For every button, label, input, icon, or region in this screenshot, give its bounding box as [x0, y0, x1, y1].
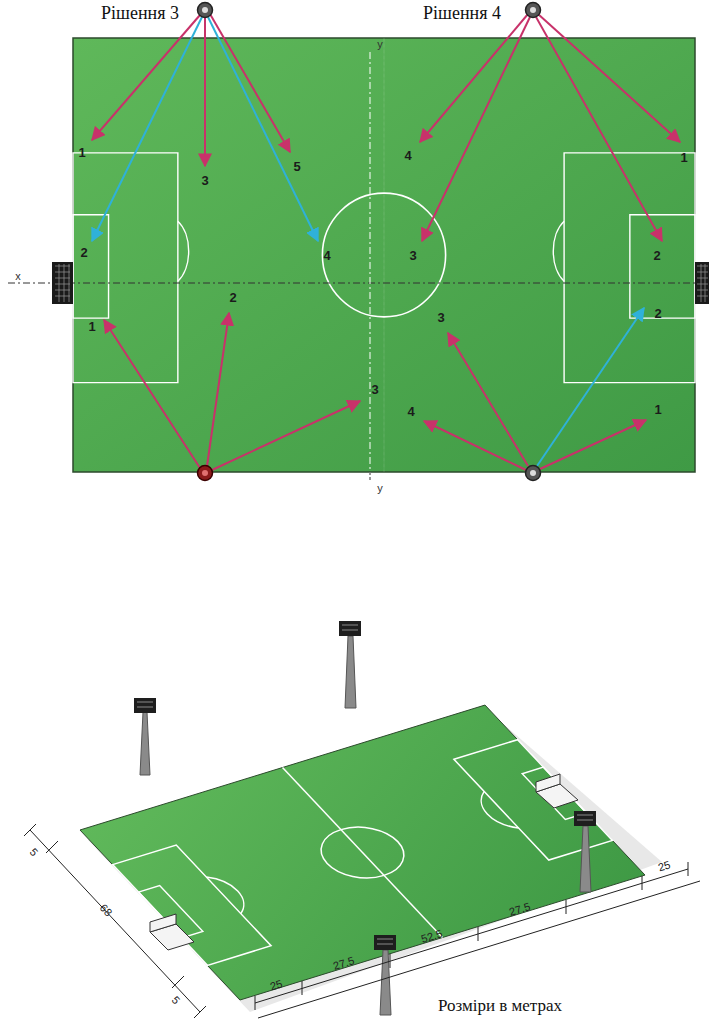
- solution-title: Рішення 3: [101, 4, 179, 24]
- dimension-label: 25: [656, 858, 671, 873]
- floodlight-positions: [198, 3, 541, 481]
- goal-left: [52, 262, 73, 304]
- dimension-lines: [24, 824, 700, 1018]
- perspective-pitch: [24, 621, 700, 1018]
- callout-number: 3: [437, 311, 444, 325]
- callout-number: 3: [409, 249, 416, 263]
- axis-label: y: [377, 482, 383, 494]
- callout-number: 4: [404, 149, 411, 163]
- callout-number: 4: [323, 249, 330, 263]
- units-note: Розміри в метрах: [438, 997, 562, 1016]
- goal-right: [695, 262, 709, 304]
- axis-label: y: [377, 38, 383, 50]
- axis-label: x: [15, 270, 21, 282]
- callout-number: 1: [88, 320, 95, 334]
- dimension-label: 5: [27, 846, 40, 859]
- callout-number: 4: [407, 405, 414, 419]
- aiming-arrows: [92, 14, 680, 470]
- callout-number: 2: [653, 249, 660, 263]
- callout-number: 2: [654, 307, 661, 321]
- callout-number: 5: [293, 160, 300, 174]
- callout-number: 3: [201, 174, 208, 188]
- floodlight-mast: [134, 621, 596, 1015]
- callout-number: 1: [78, 146, 85, 160]
- dimension-label: 5: [169, 994, 182, 1007]
- callout-number: 1: [680, 151, 687, 165]
- goal-3d: [150, 774, 578, 950]
- dimension-label: 68: [97, 901, 114, 918]
- callout-number: 2: [229, 291, 236, 305]
- top-pitch: [8, 3, 709, 481]
- callout-number: 3: [371, 383, 378, 397]
- callout-number: 1: [654, 403, 661, 417]
- solution-title: Рішення 4: [423, 4, 501, 24]
- callout-number: 2: [80, 246, 87, 260]
